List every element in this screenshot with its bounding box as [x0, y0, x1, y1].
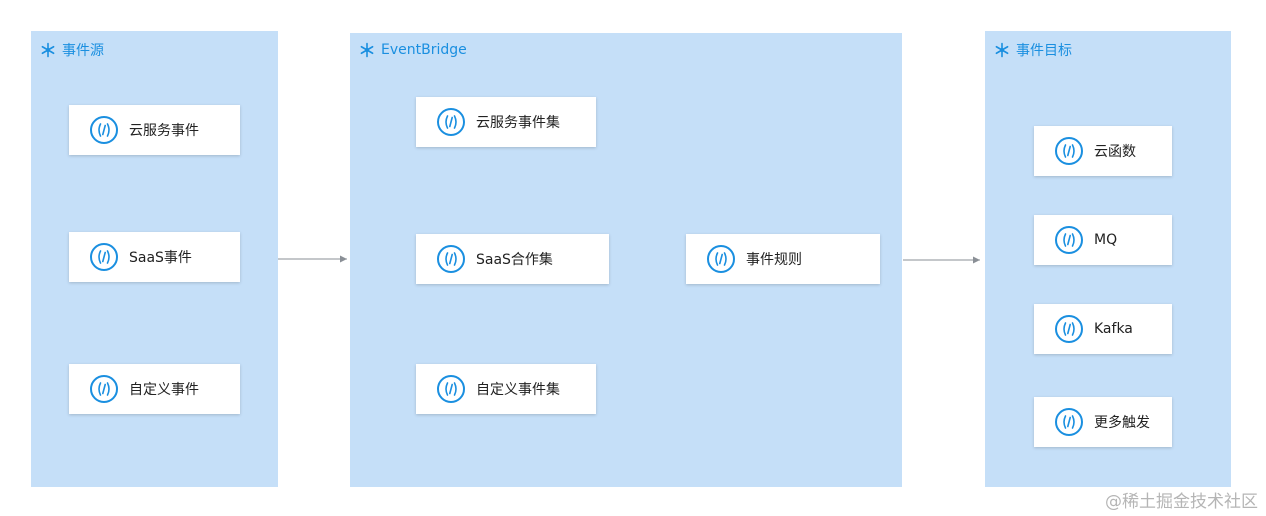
function-icon [90, 116, 118, 144]
node-label: 自定义事件集 [476, 382, 560, 398]
snowflake-icon [360, 42, 374, 58]
function-icon [1055, 226, 1083, 254]
function-icon [437, 375, 465, 403]
node-more-triggers[interactable]: 更多触发 [1034, 397, 1172, 447]
node-custom-event[interactable]: 自定义事件 [69, 364, 240, 414]
snowflake-icon [41, 42, 55, 58]
function-icon [707, 245, 735, 273]
node-label: SaaS合作集 [476, 252, 553, 268]
node-label: MQ [1094, 232, 1118, 248]
node-kafka[interactable]: Kafka [1034, 304, 1172, 354]
panel-eventbridge-title: EventBridge [359, 42, 467, 58]
snowflake-icon [995, 42, 1009, 58]
node-label: 云服务事件 [129, 123, 199, 139]
function-icon [437, 245, 465, 273]
node-label: 更多触发 [1094, 415, 1150, 431]
function-icon [90, 375, 118, 403]
node-label: Kafka [1094, 321, 1133, 337]
panel-title-text: 事件目标 [1016, 43, 1072, 59]
watermark: @稀土掘金技术社区 [1105, 492, 1258, 512]
node-saas-partner-set[interactable]: SaaS合作集 [416, 234, 609, 284]
panel-title-text: EventBridge [381, 42, 467, 58]
function-icon [1055, 408, 1083, 436]
node-cloud-function[interactable]: 云函数 [1034, 126, 1172, 176]
panel-event-source-title: 事件源 [40, 40, 104, 60]
node-label: 云服务事件集 [476, 115, 560, 131]
node-saas-event[interactable]: SaaS事件 [69, 232, 240, 282]
node-mq[interactable]: MQ [1034, 215, 1172, 265]
node-event-rule[interactable]: 事件规则 [686, 234, 880, 284]
node-label: 自定义事件 [129, 382, 199, 398]
function-icon [1055, 315, 1083, 343]
node-cloud-service-event-set[interactable]: 云服务事件集 [416, 97, 596, 147]
node-cloud-service-event[interactable]: 云服务事件 [69, 105, 240, 155]
panel-title-text: 事件源 [62, 43, 104, 59]
node-custom-event-set[interactable]: 自定义事件集 [416, 364, 596, 414]
node-label: 云函数 [1094, 144, 1136, 160]
node-label: SaaS事件 [129, 250, 192, 266]
function-icon [90, 243, 118, 271]
function-icon [1055, 137, 1083, 165]
node-label: 事件规则 [746, 252, 802, 268]
panel-event-target-title: 事件目标 [994, 40, 1072, 60]
function-icon [437, 108, 465, 136]
